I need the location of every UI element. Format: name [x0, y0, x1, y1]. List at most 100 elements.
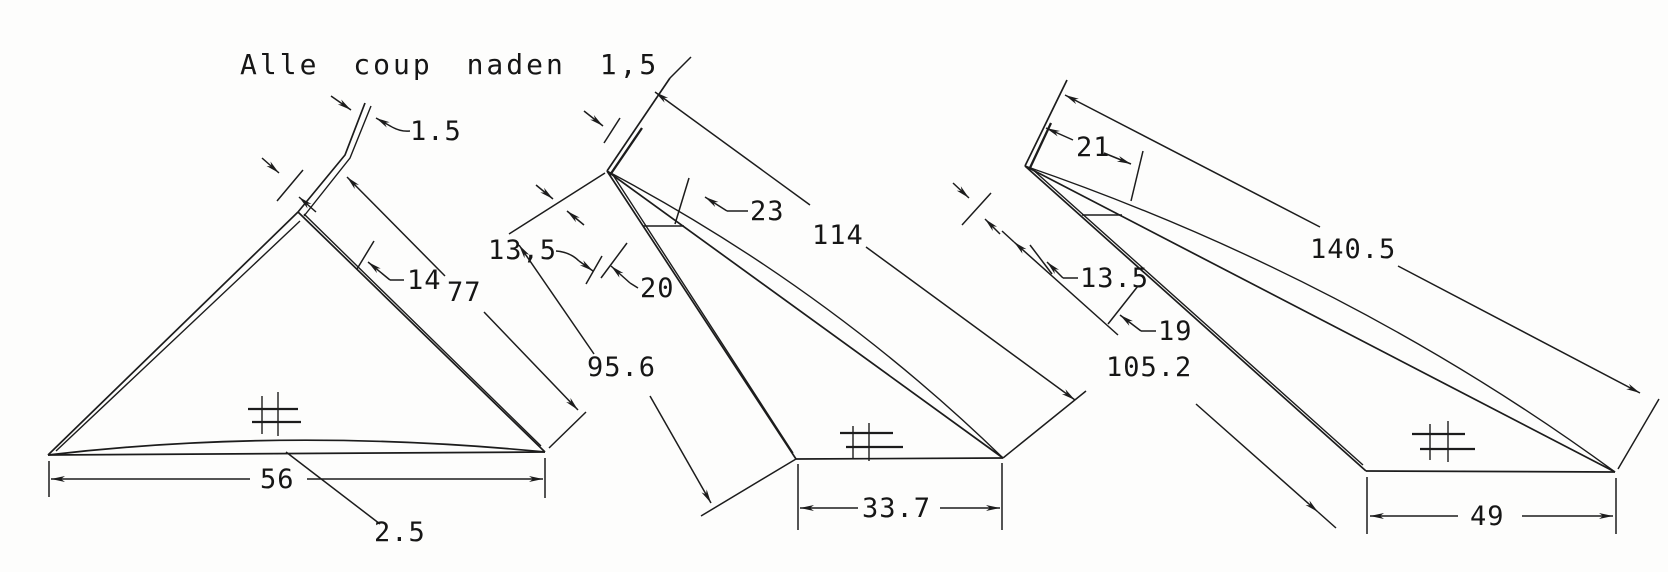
dim-77: 77: [346, 176, 587, 449]
tick: [603, 117, 621, 144]
dim-label-21: 21: [1076, 132, 1111, 163]
extension-line: [508, 172, 606, 235]
dim-105-2: 105.2: [1001, 230, 1337, 529]
dim-19: 19: [1107, 285, 1193, 347]
dim-label-33-7: 33.7: [862, 493, 931, 524]
panel-middle: 23 13,5 20 95.6 114: [488, 56, 1087, 530]
dim-13-5-right: 13.5: [1029, 244, 1149, 294]
dim-label-77: 77: [447, 277, 482, 308]
dim-20: 20: [600, 242, 675, 304]
dim-33-7: 33.7: [797, 463, 1003, 530]
dim-label-49: 49: [1470, 501, 1505, 532]
left-edge-outer: [47, 211, 299, 456]
panel-right-outline: [1024, 79, 1616, 473]
leech-chord: [606, 170, 1004, 459]
leader-arrow: [578, 260, 594, 272]
leader: [391, 126, 411, 132]
left-edge-seam: [55, 220, 301, 452]
dim-line: [483, 311, 579, 411]
dim-label-19: 19: [1158, 316, 1193, 347]
panel-middle-outline: [606, 77, 1004, 460]
leader-arrow: [610, 265, 631, 284]
right-edge-outer: [297, 211, 546, 453]
grain-hash-middle: [840, 423, 903, 461]
dim-line: [1045, 127, 1074, 141]
dim-label-23: 23: [750, 196, 785, 227]
dim-line: [1013, 241, 1119, 336]
panel-right: 21 13.5 19 105.2 140.5: [952, 79, 1660, 534]
dim-95-6: 95.6: [508, 172, 797, 517]
extension-line: [700, 458, 797, 517]
dim-line: [654, 91, 811, 206]
seam-arrow: [535, 184, 554, 200]
leader-arrow: [704, 196, 728, 212]
dim-114: 114: [654, 56, 1087, 459]
seam-arrow: [330, 95, 352, 111]
leader-arrow: [1119, 314, 1142, 332]
dim-14: 14: [356, 240, 442, 296]
tick: [585, 255, 603, 285]
foot-chord: [47, 451, 546, 456]
seam-arrows-middle-head: [535, 110, 621, 226]
dim-21: 21: [1045, 127, 1144, 202]
leech-chord: [1024, 165, 1616, 473]
seam-arrow: [298, 196, 317, 213]
tick: [276, 169, 304, 202]
seam-arrow: [952, 182, 970, 199]
dim-line: [518, 244, 595, 355]
panel-left: 1.5 14 77 56 2.5: [47, 95, 587, 548]
grain-hash-right: [1412, 421, 1475, 462]
dim-13-5-middle: 13,5: [488, 235, 603, 285]
foot-curve: [47, 439, 546, 456]
tick: [1130, 150, 1144, 202]
dim-23: 23: [674, 177, 785, 227]
extension-line: [669, 56, 692, 79]
leader: [285, 451, 381, 525]
dim-line: [649, 395, 712, 504]
extension-line: [548, 411, 587, 449]
leader-arrow: [1046, 261, 1064, 279]
dim-line: [1397, 265, 1641, 394]
leader: [555, 250, 580, 262]
dim-140-5: 140.5: [1064, 94, 1660, 470]
leech-curve: [1024, 165, 1616, 473]
seam-arrow: [375, 117, 393, 128]
seam-arrow: [261, 157, 280, 174]
tick: [356, 240, 375, 270]
right-edge-seam: [303, 213, 542, 447]
tick: [961, 192, 992, 226]
dim-line: [1195, 403, 1319, 513]
dim-label-114: 114: [812, 220, 864, 251]
luff-outer: [1024, 165, 1367, 472]
head-strip-outer: [297, 102, 366, 213]
luff-seam: [1030, 167, 1364, 466]
dim-49: 49: [1366, 477, 1617, 534]
seam-arrow: [566, 210, 585, 226]
head-strip-inner: [303, 105, 372, 217]
extension-line: [1001, 230, 1015, 243]
dim-label-13-5-right: 13.5: [1080, 263, 1149, 294]
grain-hash-left: [248, 392, 301, 436]
dim-label-20: 20: [640, 273, 675, 304]
dim-line: [1103, 152, 1132, 165]
dim-line: [346, 176, 446, 277]
dim-label-140-5: 140.5: [1310, 234, 1396, 265]
dim-line: [865, 246, 1076, 401]
extension-line: [1317, 511, 1337, 529]
extension-line: [1002, 390, 1087, 459]
dim-2-5: 2.5: [285, 451, 426, 548]
dim-label-14: 14: [407, 265, 442, 296]
leech-curve: [606, 170, 1004, 459]
dim-label-2-5: 2.5: [374, 517, 426, 548]
head-edge: [1024, 79, 1068, 167]
dim-56: 56: [48, 458, 546, 498]
leader-arrow: [367, 261, 391, 281]
extension-line: [1617, 398, 1660, 470]
tick: [1107, 285, 1139, 325]
luff-seam: [612, 174, 794, 454]
dim-label-56: 56: [260, 464, 295, 495]
drawing-title: Alle coup naden 1,5: [240, 48, 659, 81]
leader: [629, 282, 639, 289]
